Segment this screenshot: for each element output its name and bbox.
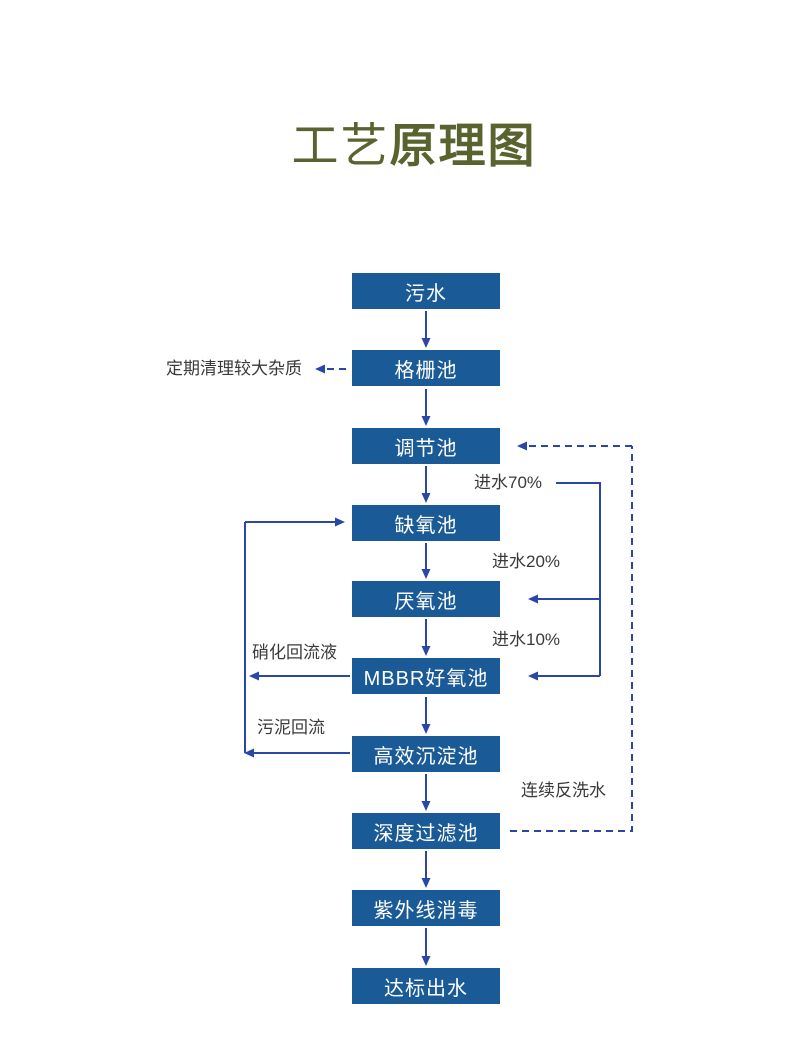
node-uv-disinfection: 紫外线消毒: [352, 890, 500, 926]
line-backwash-trunk: [510, 446, 633, 832]
label-backwash: 连续反洗水: [521, 781, 606, 800]
label-inflow-10: 进水10%: [492, 630, 561, 649]
page-title: 工艺原理图: [14, 116, 800, 176]
node-mbbr-aerobic-pool: MBBR好氧池: [352, 658, 500, 694]
node-anoxic-pool: 缺氧池: [352, 505, 500, 541]
line-inflow-trunk: [556, 482, 601, 676]
node-regulating-pool: 调节池: [352, 428, 500, 464]
node-anaerobic-pool: 厌氧池: [352, 581, 500, 617]
title-normal-part: 工艺: [291, 119, 390, 172]
node-deep-filter-pool: 深度过滤池: [352, 813, 500, 849]
node-grid-pool: 格栅池: [352, 350, 500, 386]
label-clean-note: 定期清理较大杂质: [166, 359, 302, 378]
label-inflow-70: 进水70%: [474, 473, 543, 492]
label-inflow-20: 进水20%: [492, 552, 561, 571]
label-sludge-return: 污泥回流: [257, 718, 325, 737]
label-nitrification-return: 硝化回流液: [252, 643, 337, 662]
title-bold-part: 原理图: [389, 119, 537, 172]
node-sedimentation-pool: 高效沉淀池: [352, 736, 500, 772]
node-sewage: 污水: [352, 273, 500, 309]
node-standard-effluent: 达标出水: [352, 968, 500, 1004]
